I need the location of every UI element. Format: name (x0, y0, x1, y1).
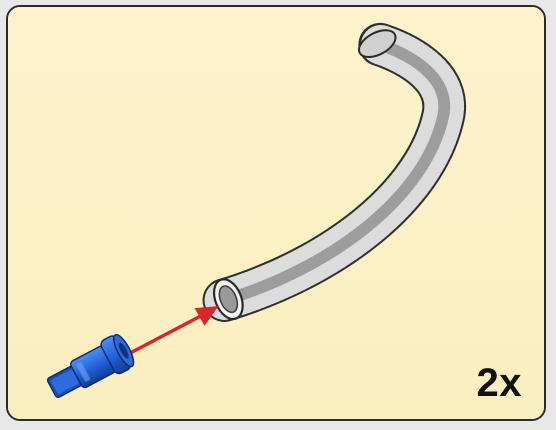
instruction-step-panel: 2x (6, 5, 546, 421)
quantity-label: 2x (477, 363, 523, 403)
step-illustration (8, 7, 544, 419)
